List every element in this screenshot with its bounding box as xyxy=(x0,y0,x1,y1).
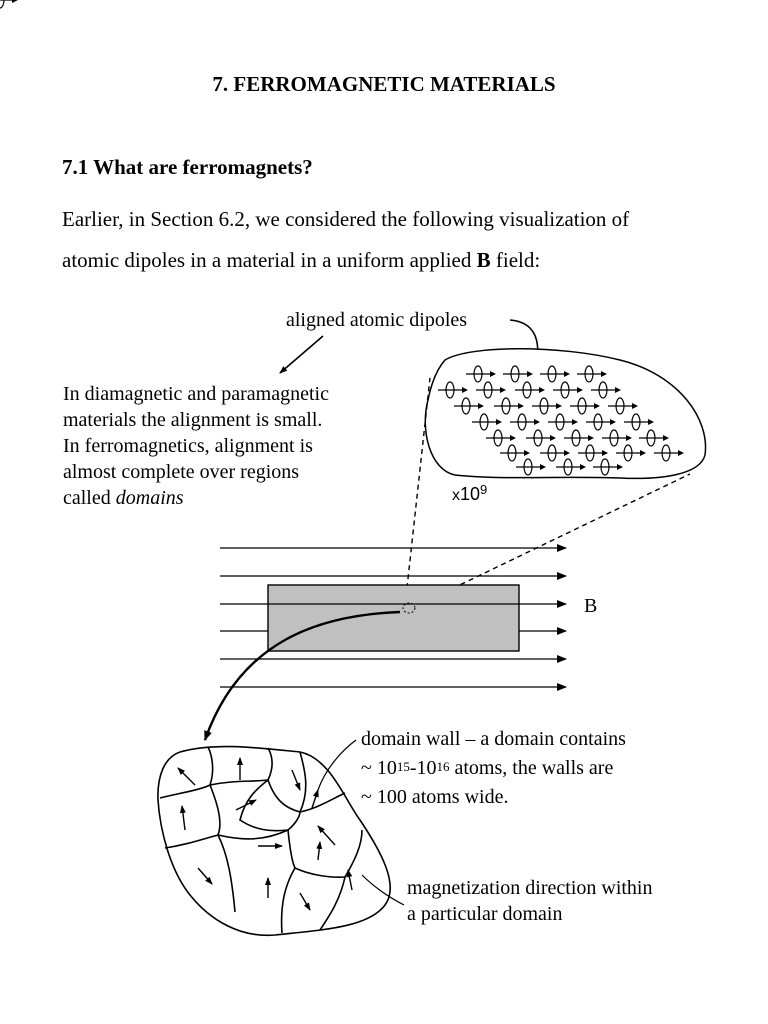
left-note-line-4: almost complete over regions xyxy=(63,459,329,485)
domain-wall-line-2: ~ 1015-1016 atoms, the walls are xyxy=(361,754,626,783)
aligned-dipoles-label: aligned atomic dipoles xyxy=(286,307,467,333)
domain-wall-line-1: domain wall – a domain contains xyxy=(361,725,626,754)
domain-region xyxy=(158,747,390,936)
left-note-line-5: called domains xyxy=(63,485,329,511)
domain-wall-note: domain wall – a domain contains ~ 1015-1… xyxy=(361,725,626,812)
domain-wall-line-2-a: ~ 10 xyxy=(361,757,397,779)
magnification-label: x109 xyxy=(452,484,487,505)
field-label: B xyxy=(584,595,597,618)
left-note-line-3: In ferromagnetics, alignment is xyxy=(63,433,329,459)
domain-wall-exponent-2: 16 xyxy=(437,759,450,774)
sample-bar xyxy=(268,585,519,651)
domain-wall-line-2-c: atoms, the walls are xyxy=(450,757,614,779)
magnetization-line-2: a particular domain xyxy=(407,901,653,927)
magnetization-line-1: magnetization direction within xyxy=(407,875,653,901)
domain-wall-exponent-1: 15 xyxy=(397,759,410,774)
domain-wall-line-2-b: -10 xyxy=(410,757,437,779)
pointer-to-left-note xyxy=(280,336,323,373)
magnification-base: 10 xyxy=(460,484,480,504)
magnetization-pointer xyxy=(362,875,404,905)
domain-wall-line-3: ~ 100 atoms wide. xyxy=(361,783,626,812)
domains-term: domains xyxy=(116,487,184,509)
magnification-prefix: x xyxy=(452,487,460,504)
left-note: In diamagnetic and paramagnetic material… xyxy=(63,381,329,511)
magnification-exponent: 9 xyxy=(480,482,487,497)
left-note-line-2: materials the alignment is small. xyxy=(63,407,329,433)
left-note-line-5-prefix: called xyxy=(63,487,116,509)
left-note-line-1: In diamagnetic and paramagnetic xyxy=(63,381,329,407)
magnetization-note: magnetization direction within a particu… xyxy=(407,875,653,927)
